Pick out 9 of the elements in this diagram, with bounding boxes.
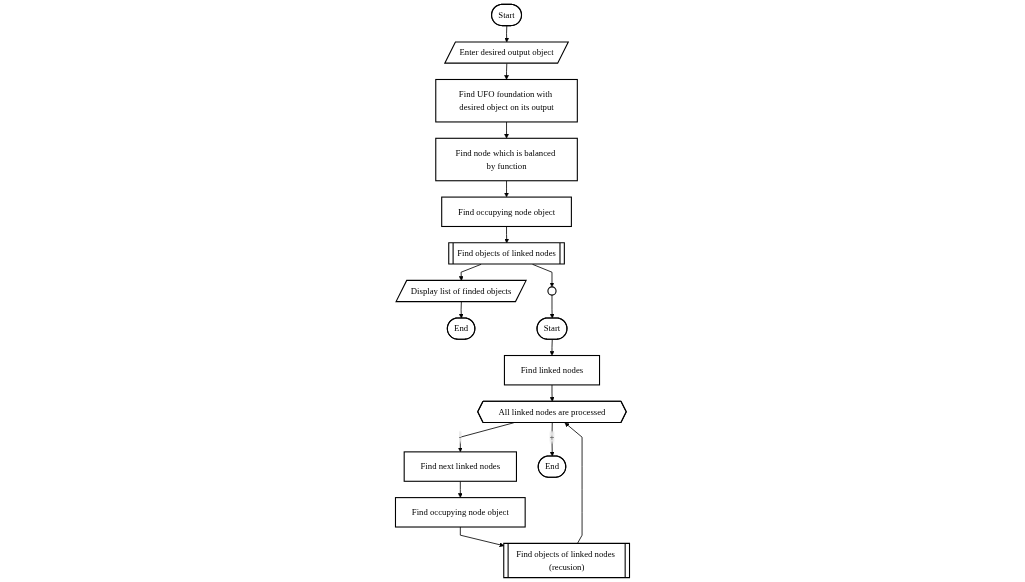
node-circle [547,286,557,296]
node-box: Find node which is balanced by function [435,137,578,182]
node-box: Find linked nodes [503,354,601,386]
edge-label: + [549,432,555,442]
node-box: Find next linked nodes [403,451,517,482]
node-box: Find occupying node object [441,196,572,228]
edge-label: - [458,432,462,442]
node-box: Find occupying node object [394,497,526,528]
node-box: Find UFO foundation with desired object on its output [435,78,578,123]
